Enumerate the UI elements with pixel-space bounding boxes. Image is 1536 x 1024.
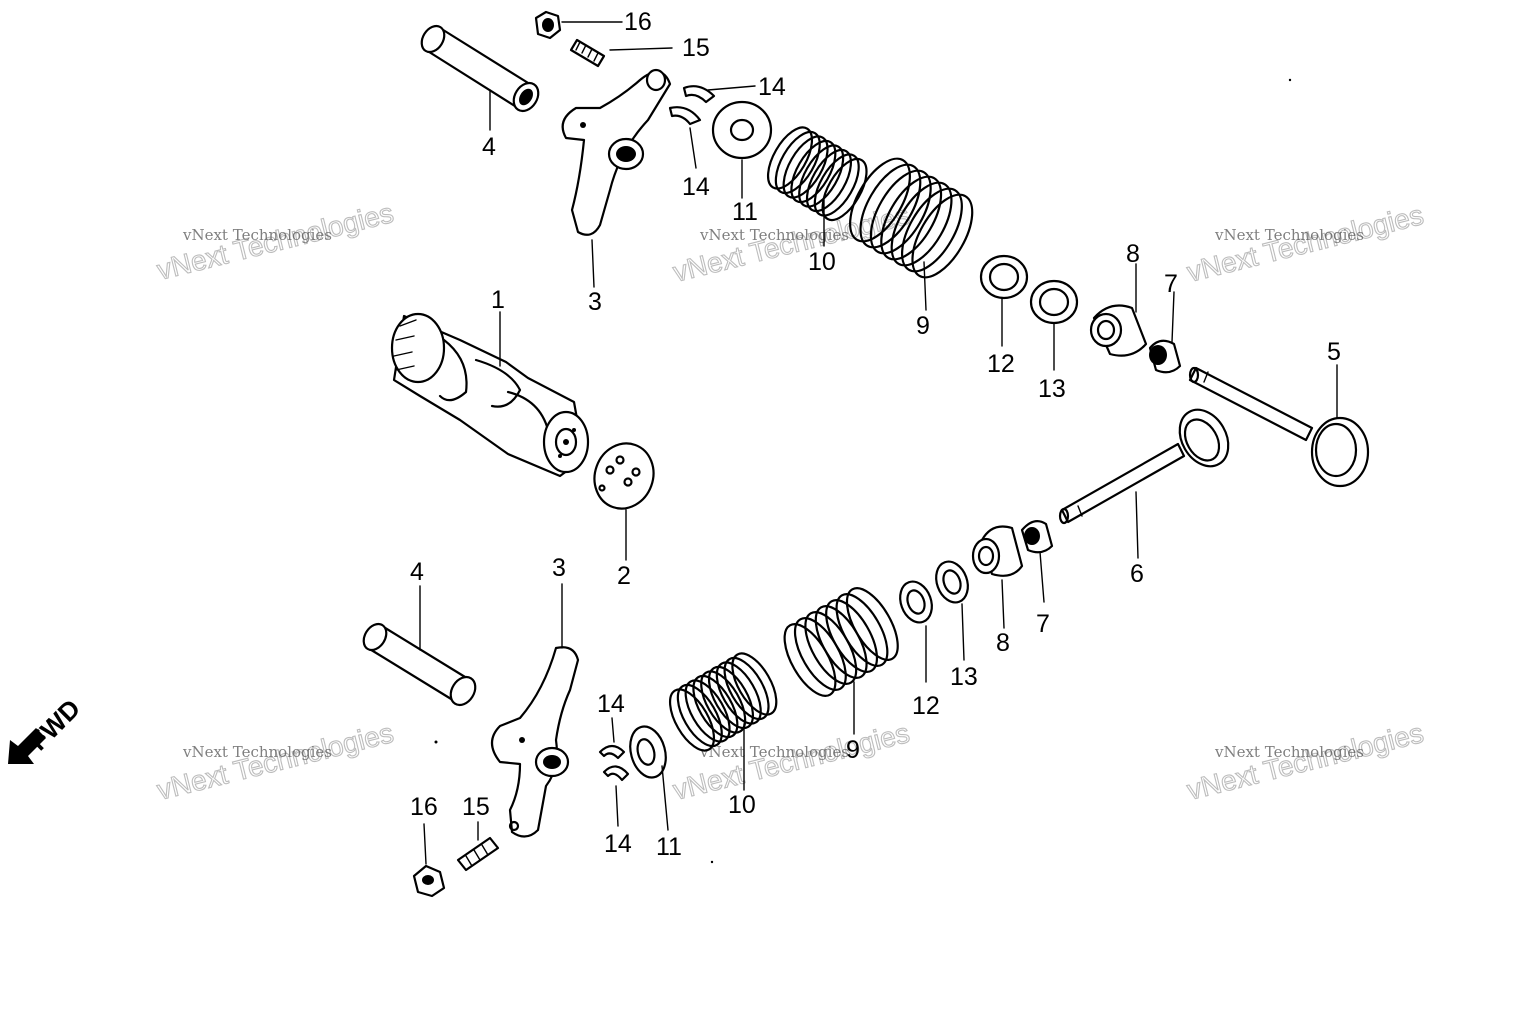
spring-seat-bottom xyxy=(971,525,1024,629)
watermark-right-top: vNext Technologies vNext Technologies xyxy=(1183,199,1427,289)
label-9-top: 9 xyxy=(916,312,930,340)
label-10-bottom: 10 xyxy=(728,791,756,819)
label-7-bottom: 7 xyxy=(1036,610,1050,638)
watermark-left-bottom: vNext Technologies vNext Technologies xyxy=(153,717,397,807)
label-16-bottom: 16 xyxy=(410,793,438,821)
watermark-center-bottom: vNext Technologies vNext Technologies xyxy=(669,717,913,807)
label-4-top: 4 xyxy=(482,133,496,161)
stem-seal-top xyxy=(1148,291,1182,374)
cotter-top-b xyxy=(668,106,702,169)
label-14-top-a: 14 xyxy=(758,73,786,101)
lock-nut-bottom xyxy=(412,823,446,898)
label-8-bottom: 8 xyxy=(996,629,1010,657)
label-7-top: 7 xyxy=(1164,270,1178,298)
label-13-bottom: 13 xyxy=(950,663,978,691)
washer-a-bottom xyxy=(899,580,933,683)
inner-spring-bottom xyxy=(660,645,787,759)
label-15-top: 15 xyxy=(682,34,710,62)
outer-spring-top xyxy=(849,157,974,279)
washer-a-top xyxy=(979,254,1029,347)
label-11-top: 11 xyxy=(732,198,758,226)
washer-b-top xyxy=(1029,279,1079,371)
stem-seal-bottom xyxy=(1020,519,1054,603)
watermark-right-bottom: vNext Technologies vNext Technologies xyxy=(1183,717,1427,807)
label-14-bottom-a: 14 xyxy=(597,690,625,718)
camshaft xyxy=(390,311,590,478)
svg-text:vNext Technologies: vNext Technologies xyxy=(1214,226,1364,244)
label-3-bottom: 3 xyxy=(552,554,566,582)
valve-in xyxy=(1188,364,1370,488)
retainer-bottom xyxy=(629,725,669,831)
retainer-top xyxy=(711,100,773,199)
rocker-shaft-bottom xyxy=(362,585,477,744)
label-16-top: 16 xyxy=(624,8,652,36)
label-15-bottom: 15 xyxy=(462,793,490,821)
label-11-bottom: 11 xyxy=(656,833,682,861)
washer-b-bottom xyxy=(935,560,969,661)
label-14-bottom-b: 14 xyxy=(604,830,632,858)
spring-seat-top xyxy=(1089,263,1148,357)
label-3-top: 3 xyxy=(588,288,602,316)
cotter-bottom-a xyxy=(598,717,626,760)
valve-ex xyxy=(1058,408,1230,559)
cotter-top-a xyxy=(682,85,756,104)
svg-text:vNext Technologies: vNext Technologies xyxy=(182,743,332,761)
label-6: 6 xyxy=(1130,560,1144,588)
label-10-top: 10 xyxy=(808,248,836,276)
outer-spring-bottom xyxy=(783,587,899,697)
label-12-top: 12 xyxy=(987,350,1015,378)
label-1: 1 xyxy=(491,286,505,314)
label-14-top-b: 14 xyxy=(682,173,710,201)
label-5: 5 xyxy=(1327,338,1341,366)
cotter-bottom-b xyxy=(602,765,630,827)
fwd-arrow-icon: FWD xyxy=(8,693,86,764)
svg-text:vNext Technologies: vNext Technologies xyxy=(699,226,849,244)
svg-text:vNext Technologies: vNext Technologies xyxy=(699,743,849,761)
label-4-bottom: 4 xyxy=(410,558,424,586)
svg-text:vNext Technologies: vNext Technologies xyxy=(154,717,397,806)
svg-text:vNext Technologies: vNext Technologies xyxy=(1184,717,1427,806)
svg-text:vNext Technologies: vNext Technologies xyxy=(1214,743,1364,761)
svg-text:vNext Technologies: vNext Technologies xyxy=(670,717,913,806)
adjust-screw-bottom xyxy=(456,821,500,872)
rocker-arm-top xyxy=(561,68,672,288)
rocker-arm-bottom xyxy=(490,583,580,838)
label-2: 2 xyxy=(617,562,631,590)
adjust-screw-top xyxy=(569,38,673,68)
label-9-bottom: 9 xyxy=(846,736,860,764)
rocker-shaft-top xyxy=(420,24,540,131)
watermark-left-top: vNext Technologies vNext Technologies xyxy=(153,197,397,287)
cam-plate xyxy=(593,442,655,561)
label-8-top: 8 xyxy=(1126,240,1140,268)
lock-nut-top xyxy=(534,10,623,40)
label-13-top: 13 xyxy=(1038,375,1066,403)
svg-text:vNext Technologies: vNext Technologies xyxy=(182,226,332,244)
label-12-bottom: 12 xyxy=(912,692,940,720)
